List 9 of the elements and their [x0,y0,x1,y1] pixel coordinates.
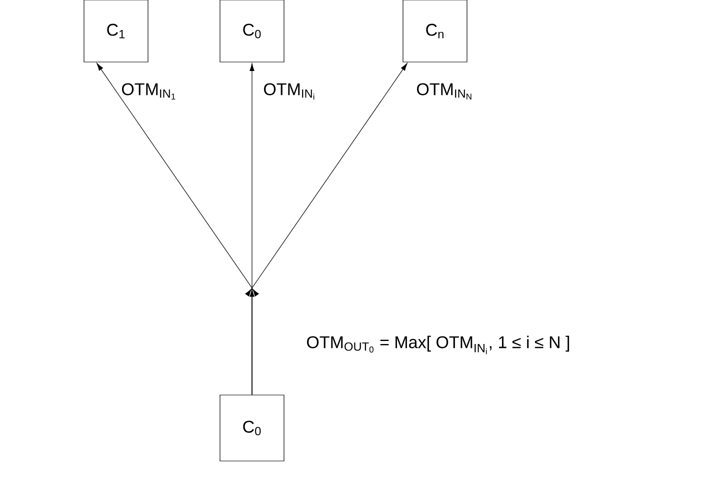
edge-label: $\text{OTM}_{\text{IN}_{\text{N}}}$ [417,83,472,100]
formula-label: $\text{OTM}_{\text{OUT}_{\text{0}}}\text{ = Max[ OTM}_{\text{IN}_{\text{i}}}\text{, 1 ≤ i ≤ N ]}$ [307,336,570,354]
arrow [245,63,408,395]
process-box: C$_{0}$ [220,0,284,62]
edge-label: $\text{OTM}_{\text{IN}_{\text{1}}}$ [122,83,176,100]
process-box: C$_{n}$ [402,0,468,62]
process-box: C$_{0}$ [220,394,284,462]
edge-label: $\text{OTM}_{\text{IN}_{\text{i}}}$ [264,83,314,100]
process-box: C$_{1}$ [84,0,148,62]
